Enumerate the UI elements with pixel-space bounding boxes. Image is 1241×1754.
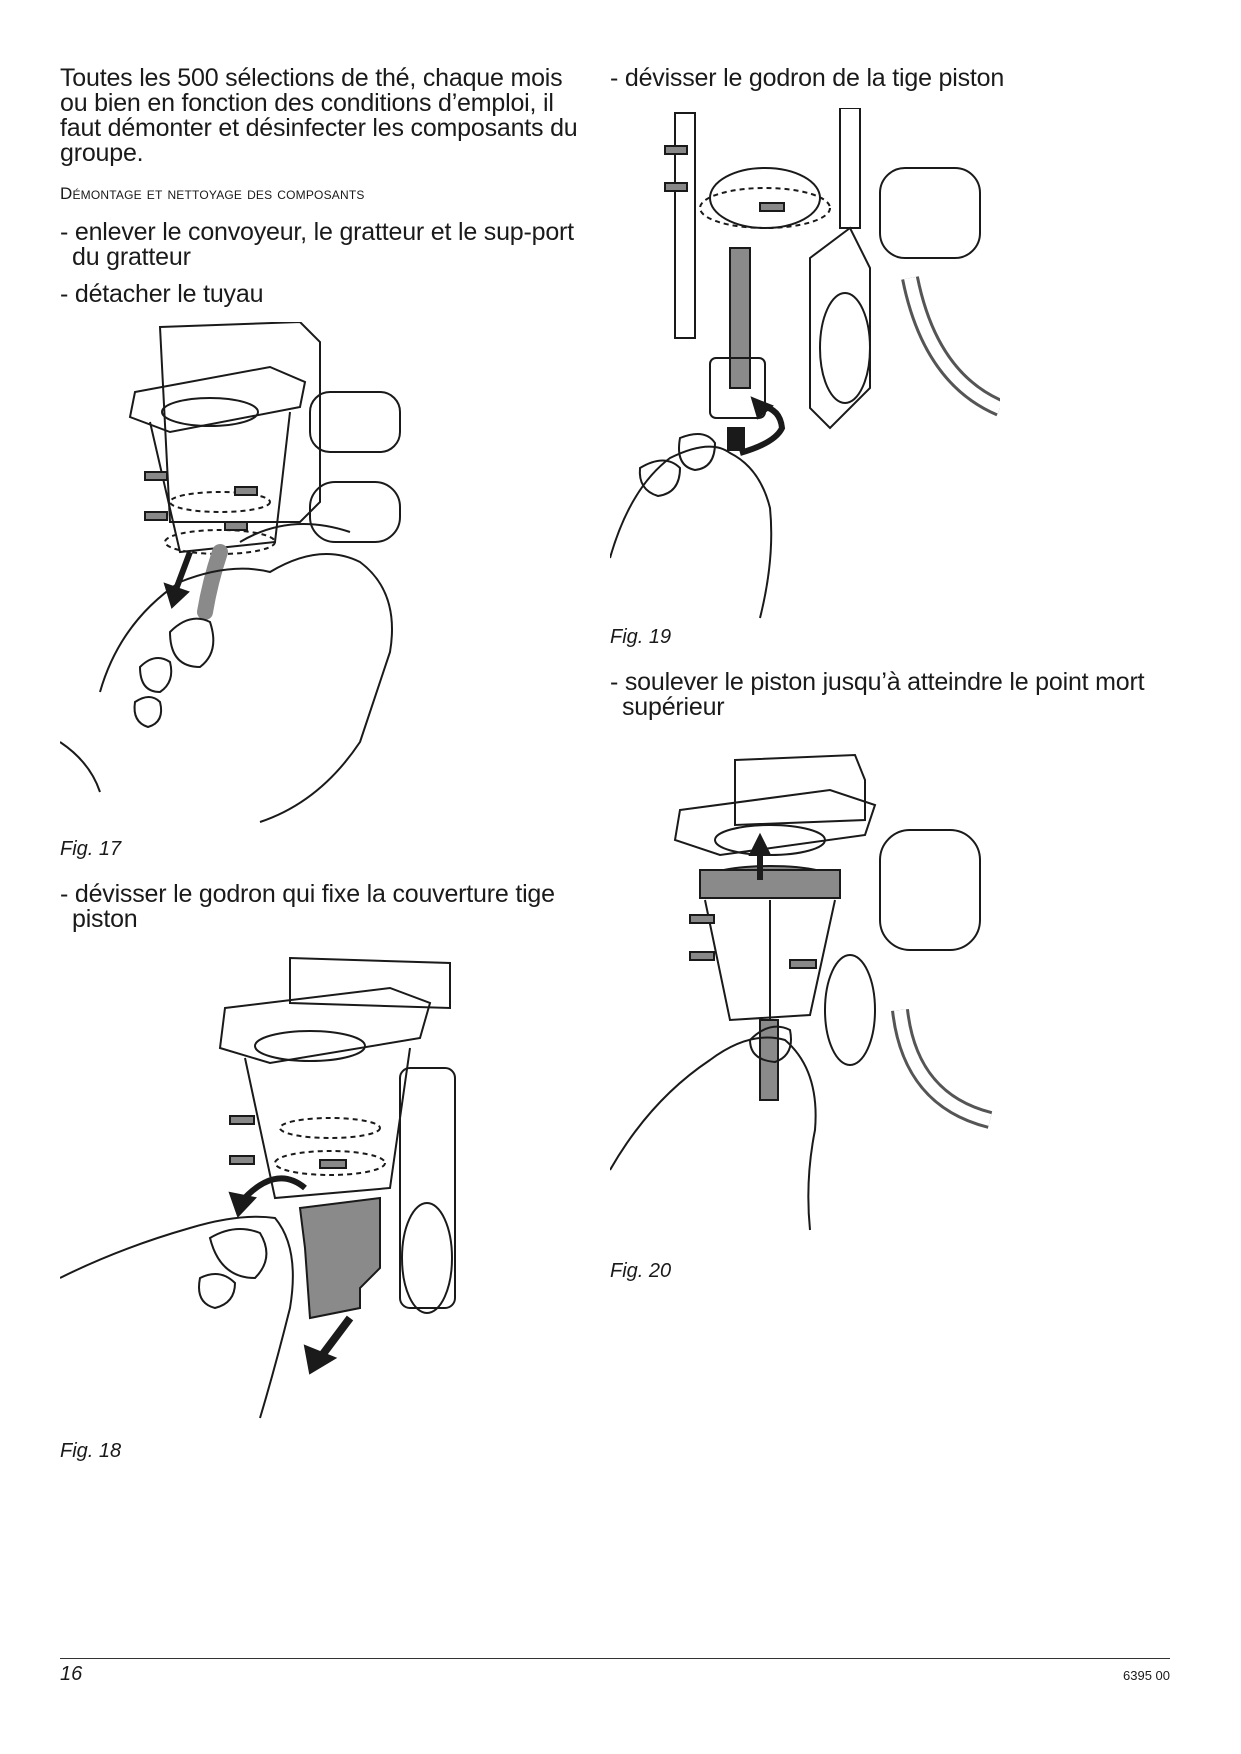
caption-fig-20: Fig. 20: [610, 1260, 672, 1282]
figure-17-illustration: [60, 322, 450, 842]
step-detach-hose: - détacher le tuyau: [60, 280, 264, 308]
footer-rule: [60, 1658, 1170, 1659]
section-heading: Démontage et nettoyage des composants: [60, 184, 365, 203]
step-remove-conveyor: - enlever le convoyeur, le gratteur et l…: [60, 218, 574, 271]
intro-paragraph: Toutes les 500 sélections de thé, chaque…: [60, 64, 578, 167]
step-unscrew-piston-knob: - dévisser le godron de la tige piston: [610, 64, 1005, 92]
figure-20-illustration: [610, 740, 1000, 1240]
caption-fig-18: Fig. 18: [60, 1440, 122, 1462]
page-number: 16: [60, 1663, 83, 1685]
caption-fig-19: Fig. 19: [610, 626, 672, 648]
step-raise-piston: - soulever le piston jusqu’à atteindre l…: [610, 668, 1145, 721]
figure-18-illustration: [60, 948, 460, 1448]
document-code: 6395 00: [1123, 1668, 1170, 1683]
figure-19-illustration: [610, 108, 1000, 628]
step-unscrew-cover-knob: - dévisser le godron qui fixe la couvert…: [60, 880, 555, 933]
caption-fig-17: Fig. 17: [60, 838, 122, 860]
